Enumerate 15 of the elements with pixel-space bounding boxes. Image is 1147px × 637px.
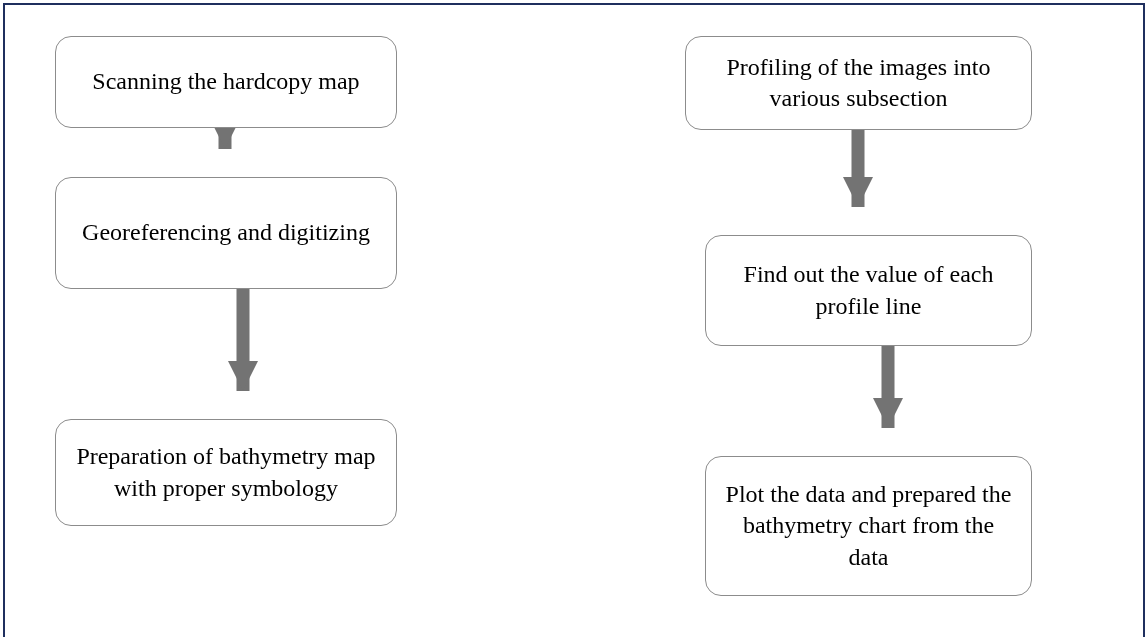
process-box — [685, 36, 1032, 130]
process-box — [55, 177, 397, 289]
step-text: Preparation of bathymetry map with proper symbology — [75, 442, 377, 503]
process-box — [55, 419, 397, 526]
step-text: Find out the value of each profile line — [742, 260, 995, 321]
process-box — [55, 36, 397, 128]
process-box — [705, 456, 1032, 596]
step-text: Plot the data and prepared the bathymetry chart from the data — [724, 480, 1013, 572]
step-text: Profiling of the images into various subsection — [725, 52, 992, 113]
process-box — [705, 235, 1032, 346]
block-arrow — [843, 130, 873, 207]
step-text: Georeferencing and digitizing — [82, 218, 370, 248]
block-arrow — [228, 289, 258, 391]
block-arrow — [873, 346, 903, 428]
step-text: Scanning the hardcopy map — [92, 67, 360, 97]
